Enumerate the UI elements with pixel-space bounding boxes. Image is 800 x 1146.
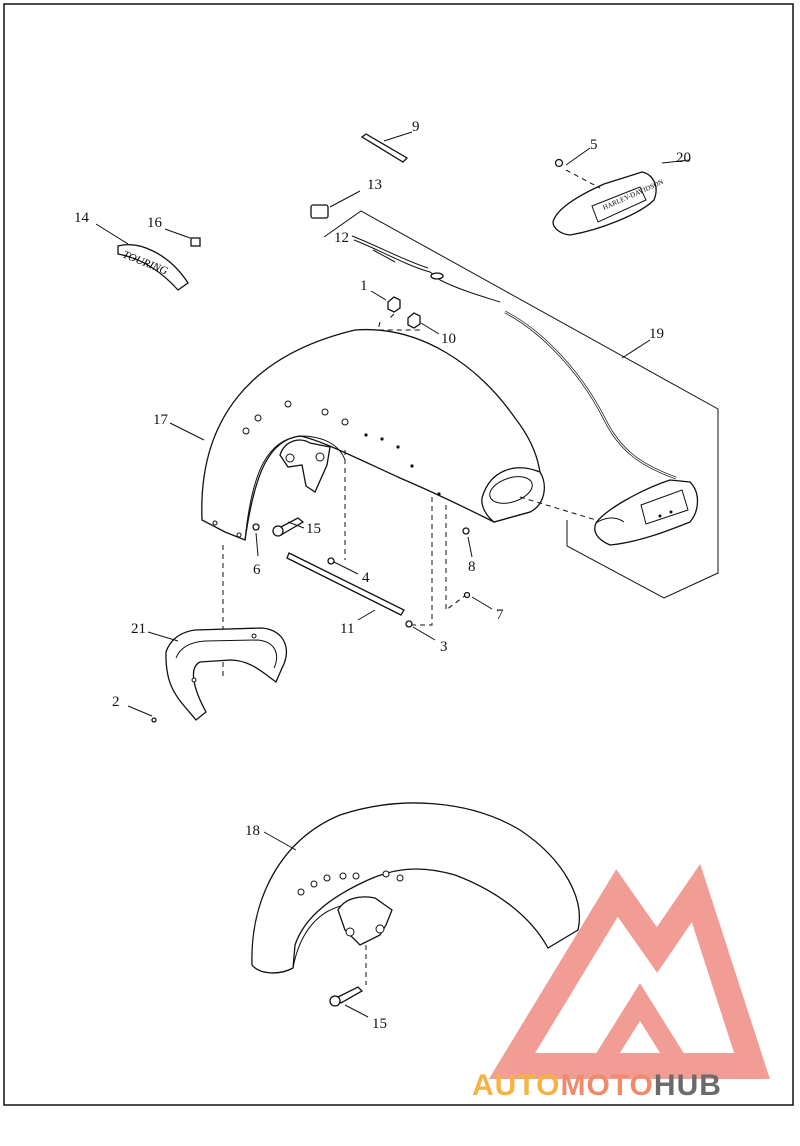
part-16-clip: [164, 228, 201, 247]
callout-15-lower: 15: [372, 1016, 387, 1032]
callout-6: 6: [253, 562, 261, 578]
part-12-wire-harness: [351, 235, 677, 480]
fastener-alignment-line: [377, 321, 420, 331]
watermark-hub: HUB: [654, 1069, 722, 1102]
callout-3: 3: [440, 639, 448, 655]
callout-7: 7: [496, 607, 504, 623]
callout-2: 2: [112, 694, 120, 710]
part-7-nut: [463, 591, 493, 610]
callout-21: 21: [131, 621, 146, 637]
assembly-line-7: [445, 505, 467, 611]
callout-18: 18: [245, 823, 260, 839]
part-21-fender-bracket: [147, 627, 288, 721]
part-20-fender-tip: HARLEY-DAVIDSON: [552, 159, 691, 236]
callout-4: 4: [362, 570, 370, 586]
callout-9: 9: [412, 119, 420, 135]
svg-text:AUTOMOTOHUB: AUTOMOTOHUB: [472, 1069, 722, 1102]
drawing-border: [3, 3, 794, 1106]
callout-17: 17: [153, 412, 169, 428]
part-10-nut: [407, 312, 440, 335]
part-18-front-fender: [251, 802, 580, 974]
part-3-screw: [405, 620, 436, 641]
part-17-rear-fender: [169, 328, 545, 541]
watermark-triangle: [488, 863, 770, 1079]
callout-1: 1: [360, 278, 368, 294]
callout-labels: 1 2 3 4 5 6 7 8 9 10 11 12 13 14 15 15 1…: [74, 119, 691, 1032]
taillight-alignment-line: [519, 496, 597, 521]
part-11-trim-strip: [286, 552, 405, 621]
watermark-auto: AUTO: [472, 1069, 560, 1102]
watermark-inner-mark: [591, 983, 689, 1072]
part-13-connector: [310, 190, 361, 219]
callout-13: 13: [367, 177, 382, 193]
callout-8: 8: [468, 559, 476, 575]
part-1-nut: [370, 290, 401, 321]
watermark-text: AUTOMOTOHUB: [472, 1069, 722, 1102]
part-5-screw: [554, 147, 601, 189]
callout-14: 14: [74, 210, 90, 226]
callout-11: 11: [340, 621, 354, 637]
callout-12: 12: [334, 230, 349, 246]
assembly-line-3: [412, 497, 433, 626]
taillight-group-box: [323, 210, 719, 599]
callout-16: 16: [147, 215, 163, 231]
callout-19: 19: [649, 326, 664, 342]
part-14-emblem: TOURING: [95, 223, 189, 291]
callout-15-upper: 15: [306, 521, 321, 537]
watermark-moto: MOTO: [560, 1069, 653, 1102]
part-4-screw: [327, 557, 359, 575]
watermark-logo: [488, 863, 770, 1079]
part-19-tail-light: [594, 339, 699, 546]
part-6-nut: [252, 523, 260, 557]
callout-10: 10: [441, 331, 456, 347]
part-15-bolt-upper: [272, 517, 305, 537]
callout-20: 20: [676, 150, 691, 166]
part-8-nut: [462, 527, 473, 558]
part-9-wire-strap: [360, 131, 413, 163]
part-15-bolt-lower: [329, 986, 369, 1018]
part-2-screw: [127, 705, 157, 723]
callout-5: 5: [590, 137, 598, 153]
